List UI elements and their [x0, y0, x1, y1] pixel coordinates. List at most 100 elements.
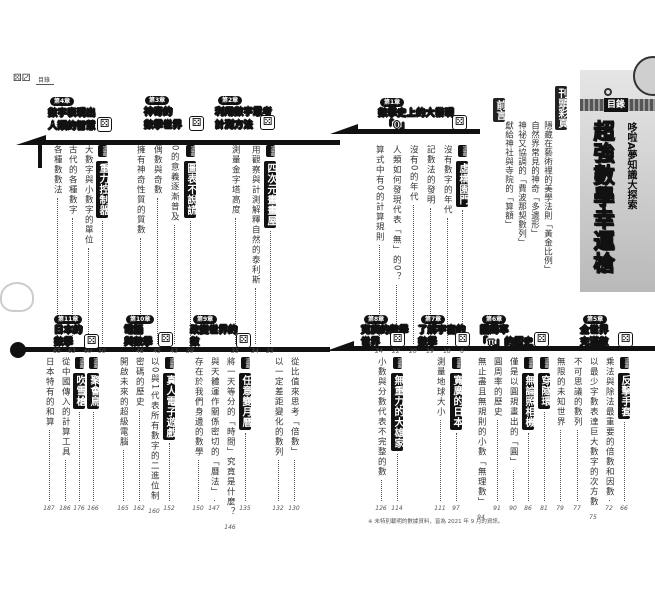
manga-tag: 漫畫	[265, 145, 276, 157]
chapter-title[interactable]: 數學	[54, 337, 74, 349]
chapter-number: 第1章	[380, 98, 405, 107]
page-number: 147	[208, 505, 220, 512]
dice-icon: ⚄	[452, 115, 467, 130]
chapter-title[interactable]: 數學世界	[144, 120, 183, 132]
toc-entry[interactable]: 密碼的歷史 162	[132, 357, 146, 512]
manga-tag: 漫畫	[523, 357, 534, 369]
page-number: 19	[426, 348, 434, 355]
leader-dots	[87, 248, 89, 344]
toc-entry[interactable]: 偶數與奇數 45	[150, 145, 164, 355]
toc-entry[interactable]: 各種數數法 65	[50, 145, 64, 355]
toc-entry[interactable]: 用觀察與計測解釋自然的泰利斯 34	[248, 145, 262, 355]
chapter-title[interactable]: 日本的	[54, 325, 83, 337]
leader-dots	[189, 220, 191, 344]
toc-entry[interactable]: 以最少字數表達巨大數字的次方數 75	[586, 357, 600, 521]
toc-entry[interactable]: 漫畫 虛構園門 6	[455, 145, 469, 355]
chapter-title[interactable]: 世界	[361, 337, 381, 349]
toc-entry[interactable]: 古代的各種數字 63	[65, 145, 79, 355]
toc-entry[interactable]: 漫畫 無重力的大雄家 114	[390, 357, 404, 512]
toc-entry[interactable]: 開啟未來的超級電腦 165	[116, 357, 130, 512]
toc-entry[interactable]: 沒有0的年代 20	[406, 145, 420, 355]
toc-entry[interactable]: 漫畫 聚會鳥 166	[86, 357, 100, 512]
toc-entry[interactable]: 沒有數字的年代 18	[440, 145, 454, 355]
toc-entry[interactable]: 漫畫 反擊手套 66	[617, 357, 631, 512]
toc-entry[interactable]: 從中國傳入的計算工具 186	[58, 357, 72, 512]
toc-entry[interactable]: 與天體運作關係密切的「曆法」 147	[207, 357, 221, 512]
toc-entry[interactable]: 漫畫 四次元畫畫屋 25	[263, 145, 277, 355]
chapter-title[interactable]: 寬廣的數學	[361, 325, 409, 337]
toc-entry[interactable]: 以一定差距變化的數列 132	[271, 357, 285, 512]
chapter-title[interactable]: 「π」的歷史	[478, 337, 534, 349]
entry-title: 人類如何發現代表「無」的0？	[391, 145, 402, 282]
chapter-title[interactable]: 「0」	[384, 120, 410, 132]
chapter-title[interactable]: 電腦	[124, 325, 144, 337]
toc-entry[interactable]: 擁有神奇性質的質數 46	[133, 145, 147, 355]
page-number: 22	[392, 348, 400, 355]
toc-entry[interactable]: 人類如何發現代表「無」的0？ 22	[389, 145, 403, 355]
chapter-title[interactable]: 利用數字思考	[215, 107, 273, 119]
toc-entry[interactable]: 漫畫 重力控制器 50	[95, 145, 109, 355]
toc-entry[interactable]: 算式中有0的計算規則 24	[372, 145, 386, 355]
chapter-title[interactable]: 數字表現出	[48, 108, 96, 120]
chapter-title[interactable]: 神奇的	[144, 107, 173, 119]
toc-entry[interactable]: 漫畫 寬廣的日本 97	[449, 357, 463, 512]
toc-entry[interactable]: 僅是以圓規畫出的「圓」 90	[506, 357, 520, 512]
chapter-title[interactable]: 改變世界的	[190, 325, 238, 337]
color-page-item[interactable]: 神祕又協調的「費波那契數列」	[516, 121, 527, 247]
toc-entry[interactable]: 大數字與小數字的單位 60	[81, 145, 95, 355]
toc-entry[interactable]: 漫畫 吹雪槍 176	[72, 357, 86, 512]
toc-entry[interactable]: 漫畫 無論照相機 86	[521, 357, 535, 512]
timeline-arrow-stem	[38, 140, 42, 168]
chapter-number: 第8章	[364, 315, 389, 324]
chapter-title[interactable]: 了解宇宙的	[418, 325, 466, 337]
leader-dots	[293, 460, 295, 501]
toc-entry[interactable]: 測量金字塔高度 35	[228, 145, 242, 355]
chapter-title[interactable]: 圓周率	[480, 325, 509, 337]
chapter-title[interactable]: 數學	[418, 337, 438, 349]
preface-heading[interactable]: 前言	[493, 98, 505, 122]
chapter-title[interactable]: 人類的智慧	[48, 121, 96, 133]
leader-dots	[496, 420, 498, 501]
toc-entry[interactable]: 存在於我們身邊的數學 150	[191, 357, 205, 512]
toc-entry[interactable]: 0的意義逐漸普及 43	[167, 145, 181, 355]
toc-entry[interactable]: 乘法與除法最重要的倍數和因數 72	[602, 357, 616, 512]
entry-title: 寬廣的日本	[450, 373, 462, 430]
toc-entry[interactable]: 圓周率的歷史 91	[490, 357, 504, 512]
entry-title: 密碼的歷史	[134, 357, 145, 407]
chapter-title[interactable]: 與數學	[124, 337, 153, 349]
color-pages-heading[interactable]: 刊頭彩頁	[555, 86, 567, 130]
entry-title: 不可思議的數列	[572, 357, 583, 427]
chapter-title[interactable]: 數	[190, 337, 200, 349]
toc-entry[interactable]: 無止盡且無規則的小數「無理數」 94	[474, 357, 488, 521]
chapter-title[interactable]: 全世界	[580, 325, 609, 337]
toc-entry[interactable]: 小數與分數代表不完整的數 126	[374, 357, 388, 512]
toc-entry[interactable]: 日本特有的和算 187	[42, 357, 56, 512]
toc-entry[interactable]: 漫畫 任意變月曆 135	[238, 357, 252, 512]
chapter-title[interactable]: 數學史上的大發現	[378, 108, 455, 120]
timeline-bar	[18, 347, 330, 352]
entry-title: 記數法的發明	[425, 145, 436, 205]
toc-entry[interactable]: 將一天等分的「時間」究竟是什麼？ 146	[223, 357, 237, 531]
entry-title: 乘法與除法最重要的倍數和因數	[604, 357, 615, 497]
manga-tag: 漫畫	[74, 357, 85, 369]
manga-tag: 漫畫	[88, 357, 99, 369]
toc-entry[interactable]: 不可思議的數列 77	[570, 357, 584, 512]
entry-title: 與天體運作關係密切的「曆法」	[209, 357, 220, 497]
chapter-title[interactable]: 充滿數	[580, 337, 609, 349]
chapter-title[interactable]: 計測方法	[215, 120, 254, 132]
toc-entry[interactable]: 測量地球大小 111	[433, 357, 447, 512]
toc-entry[interactable]: 漫畫 穿隧環 81	[537, 357, 551, 512]
timeline-arrow	[326, 341, 354, 351]
toc-entry[interactable]: 漫畫 真人電子遊戲 152	[162, 357, 176, 512]
color-page-item[interactable]: 獻給神社與寺院的「算額」	[503, 121, 514, 229]
leader-dots	[56, 198, 58, 344]
color-page-item[interactable]: 隱藏在藝術裡的美學法則「黃金比例」	[542, 121, 553, 274]
toc-entry[interactable]: 漫畫 圖表不說謊 39	[183, 145, 197, 355]
toc-entry[interactable]: 從比值來思考「倍數」 130	[287, 357, 301, 512]
page-number: 81	[540, 505, 548, 512]
toc-entry[interactable]: 無限的未知世界 79	[553, 357, 567, 512]
toc-entry[interactable]: 以0與1代表所有數字的二進位制 160	[147, 357, 161, 514]
toc-entry[interactable]: 記數法的發明 19	[423, 145, 437, 355]
entry-title: 無止盡且無規則的小數「無理數」	[476, 357, 487, 507]
color-page-item[interactable]: 自然界常見的神奇「多邊形」	[529, 121, 540, 238]
